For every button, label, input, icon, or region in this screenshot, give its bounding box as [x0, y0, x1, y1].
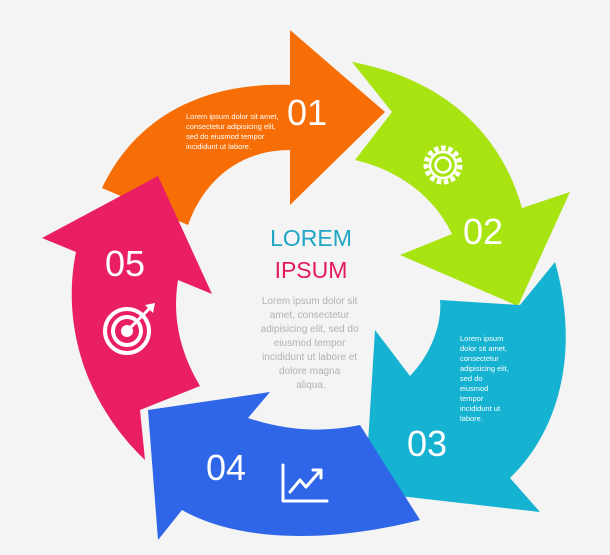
gear-icon: [423, 145, 463, 185]
title-line1: LOREM: [270, 225, 352, 251]
step-03-arrow: [365, 262, 566, 512]
step-02: 02: [352, 62, 570, 306]
step-04: 04: [148, 392, 420, 540]
center-block: LOREM IPSUM Lorem ipsum dolor sit amet, …: [261, 225, 362, 391]
step-03: 03 Lorem ipsum dolor sit amet, consectet…: [365, 262, 566, 512]
step-02-arrow: [352, 62, 570, 306]
step-03-number: 03: [407, 423, 447, 464]
step-01-arrow: [102, 30, 385, 225]
title-line2: IPSUM: [275, 257, 348, 283]
step-01: 01 Lorem ipsum dolor sit amet, consectet…: [102, 30, 385, 225]
target-icon: [103, 303, 155, 355]
chart-growth-icon: [281, 463, 329, 503]
step-02-number: 02: [463, 211, 503, 252]
step-01-text: Lorem ipsum dolor sit amet, consectetur …: [186, 112, 281, 151]
step-05: 05: [42, 176, 212, 460]
step-03-text: Lorem ipsum dolor sit amet, consectetur …: [460, 334, 511, 423]
center-description: Lorem ipsum dolor sit amet, consectetur …: [261, 296, 362, 391]
step-04-number: 04: [206, 447, 246, 488]
step-05-number: 05: [105, 243, 145, 284]
step-01-number: 01: [287, 92, 327, 133]
